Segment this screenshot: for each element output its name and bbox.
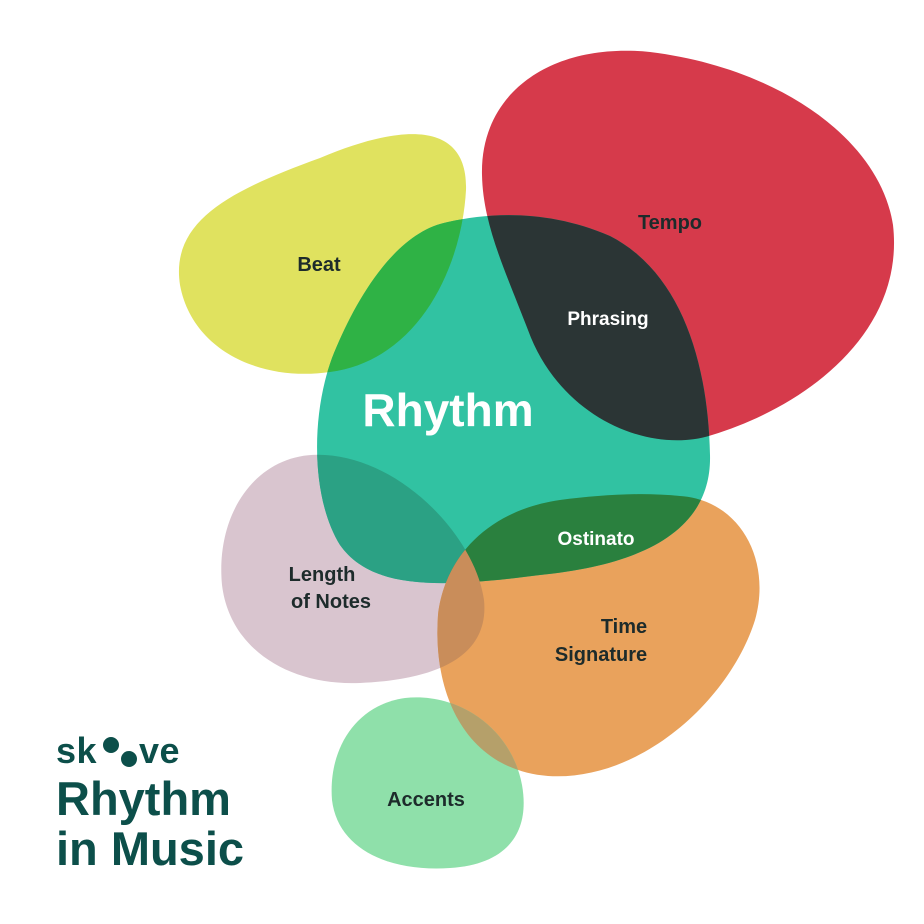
tempo-label: Tempo [638, 212, 702, 234]
skoove-logo-suffix: ve [139, 730, 180, 771]
length-of-notes-label-line2: of Notes [291, 591, 371, 613]
accents-label: Accents [387, 789, 465, 811]
ostinato-label: Ostinato [557, 529, 634, 550]
skoove-logo-prefix: sk [56, 730, 98, 771]
logo-dot-2 [121, 751, 137, 767]
title-line1: Rhythm [56, 772, 231, 825]
phrasing-label: Phrasing [567, 309, 648, 330]
length-of-notes-label-line1: Length [289, 564, 356, 586]
logo-dot-1 [103, 737, 119, 753]
time-signature-label-line1: Time [601, 616, 647, 638]
time-signature-label-line2: Signature [555, 644, 647, 666]
title-line2: in Music [56, 822, 244, 875]
rhythm-label: Rhythm [362, 384, 533, 436]
beat-label: Beat [297, 254, 341, 276]
skoove-logo: skoove sk ve [56, 730, 180, 771]
